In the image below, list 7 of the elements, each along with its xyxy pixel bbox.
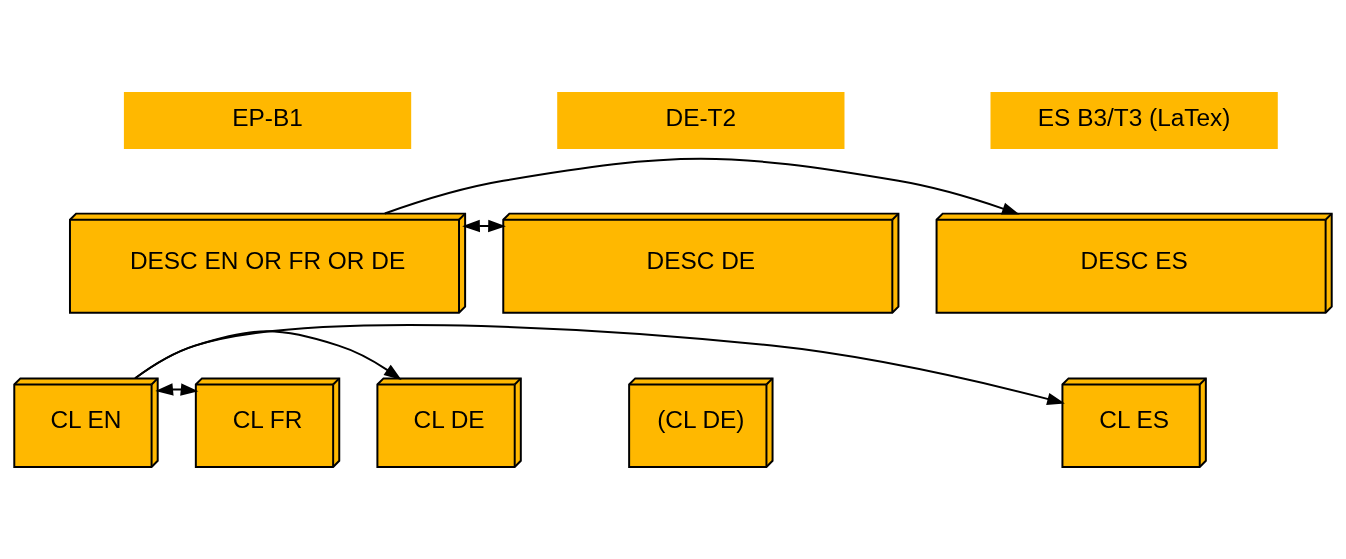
node-box: DE-T2 (557, 91, 845, 149)
arrow (134, 323, 1065, 405)
node-box: ES B3/T3 (LaTex) (990, 91, 1278, 149)
node-box: EP-B1 (123, 91, 412, 149)
arrow (155, 382, 199, 396)
arrow (462, 219, 506, 232)
arrow (383, 157, 1020, 215)
